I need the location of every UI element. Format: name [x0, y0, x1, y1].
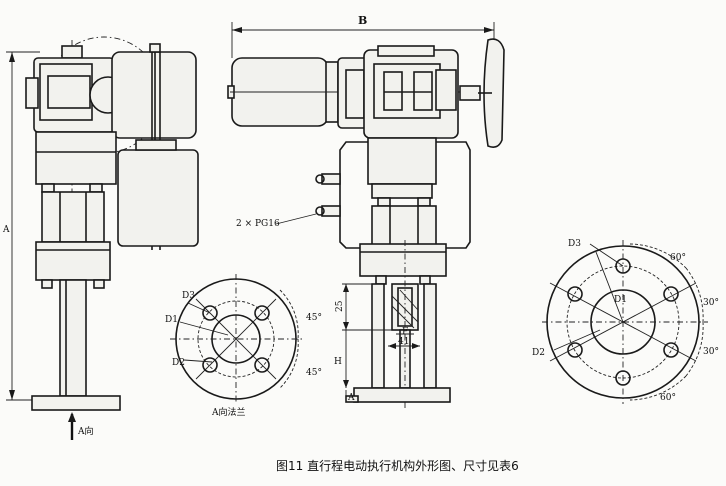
pg16-label: 2 × PG16 [236, 219, 280, 229]
big-d2-label: D2 [532, 348, 545, 358]
big-60-bottom-label: 60° [660, 393, 676, 403]
dim-h-label: H [334, 357, 342, 367]
small-45-bottom-label: 45° [306, 368, 322, 378]
big-60-top-label: 60° [670, 253, 686, 263]
dim-f-label: F [402, 327, 408, 337]
dim-41-label: 41 [398, 337, 409, 347]
flange-a-view: D3 D1 D2 45° 45° A向法兰 [165, 274, 322, 418]
figure-caption: 图11 直行程电动执行机构外形图、尺寸见表6 [276, 458, 519, 473]
small-d1-label: D1 [165, 315, 178, 325]
big-30-bottom-label: 30° [703, 347, 719, 357]
dim-a-label: A [2, 225, 10, 235]
big-30-top-label: 30° [703, 298, 719, 308]
small-d2-label: D2 [172, 358, 185, 368]
flange-large-view: D3 D1 D2 60° 30° 30° 60° [532, 239, 719, 404]
dim-25-label: 25 [335, 300, 345, 312]
a-view-arrow-label: A向 [77, 425, 94, 437]
big-d3-label: D3 [568, 239, 581, 249]
front-view: B 2 × PG16 [227, 14, 505, 410]
side-view: A [2, 36, 199, 440]
dim-a-small-label: A [347, 393, 355, 403]
flange-a-title: A向法兰 [211, 406, 246, 418]
dim-b-label: B [358, 14, 367, 27]
small-45-top-label: 45° [306, 313, 322, 323]
small-d3-label: D3 [182, 291, 195, 301]
big-d1-label: D1 [614, 295, 627, 305]
